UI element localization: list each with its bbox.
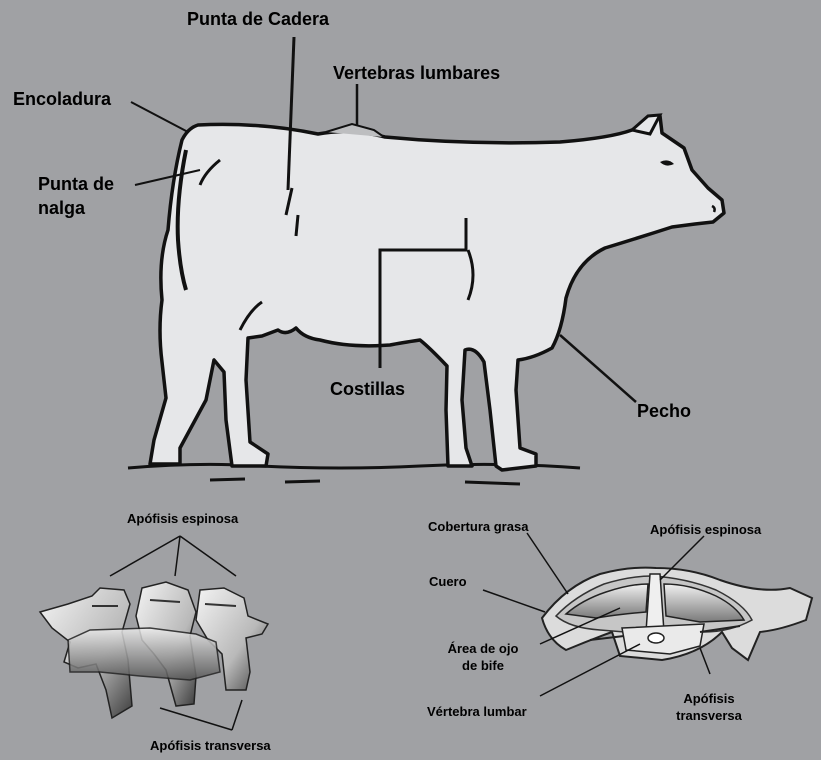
cross-section-illustration bbox=[542, 568, 812, 660]
leader-transversa-1 bbox=[160, 708, 232, 730]
hip-mark-2 bbox=[296, 215, 298, 236]
label-encoladura: Encoladura bbox=[13, 89, 111, 110]
label-punta-nalga-line1: Punta de bbox=[38, 174, 114, 195]
leader-vertebra-lumbar bbox=[540, 644, 640, 696]
label-pecho: Pecho bbox=[637, 401, 691, 422]
leader-transversa-right bbox=[700, 648, 710, 674]
ground-tufts bbox=[210, 479, 520, 484]
section-spinous bbox=[646, 574, 664, 632]
label-area-ojo-line2: de bife bbox=[440, 657, 526, 674]
label-apofisis-transversa-right-line2: transversa bbox=[664, 707, 754, 724]
cow-figure bbox=[128, 115, 724, 484]
label-vertebra-lumbar: Vértebra lumbar bbox=[427, 703, 527, 720]
vertebra-body bbox=[68, 628, 220, 680]
label-punta-cadera: Punta de Cadera bbox=[187, 9, 329, 30]
leader-espinosa-3 bbox=[180, 536, 236, 576]
label-cuero: Cuero bbox=[429, 573, 467, 590]
label-vertebras-lumbares: Vertebras lumbares bbox=[333, 63, 500, 84]
label-apofisis-espinosa-left: Apófisis espinosa bbox=[127, 510, 238, 527]
leader-espinosa-1 bbox=[110, 536, 180, 576]
label-cobertura-grasa: Cobertura grasa bbox=[428, 518, 528, 535]
leader-cuero bbox=[483, 590, 545, 612]
label-punta-nalga-line2: nalga bbox=[38, 198, 85, 219]
label-apofisis-transversa-right-line1: Apófisis bbox=[664, 690, 754, 707]
label-apofisis-transversa-left: Apófisis transversa bbox=[150, 737, 271, 754]
leader-espinosa-2 bbox=[175, 536, 180, 576]
leader-cobertura bbox=[527, 533, 568, 594]
leader-encoladura bbox=[131, 102, 188, 132]
section-canal bbox=[648, 633, 664, 643]
label-area-ojo-line1: Área de ojo bbox=[440, 640, 526, 657]
label-apofisis-espinosa-right: Apófisis espinosa bbox=[650, 521, 761, 538]
vertebrae-illustration bbox=[40, 536, 268, 730]
leader-pecho bbox=[560, 335, 636, 402]
label-costillas: Costillas bbox=[330, 379, 405, 400]
leader-transversa-2 bbox=[232, 700, 242, 730]
